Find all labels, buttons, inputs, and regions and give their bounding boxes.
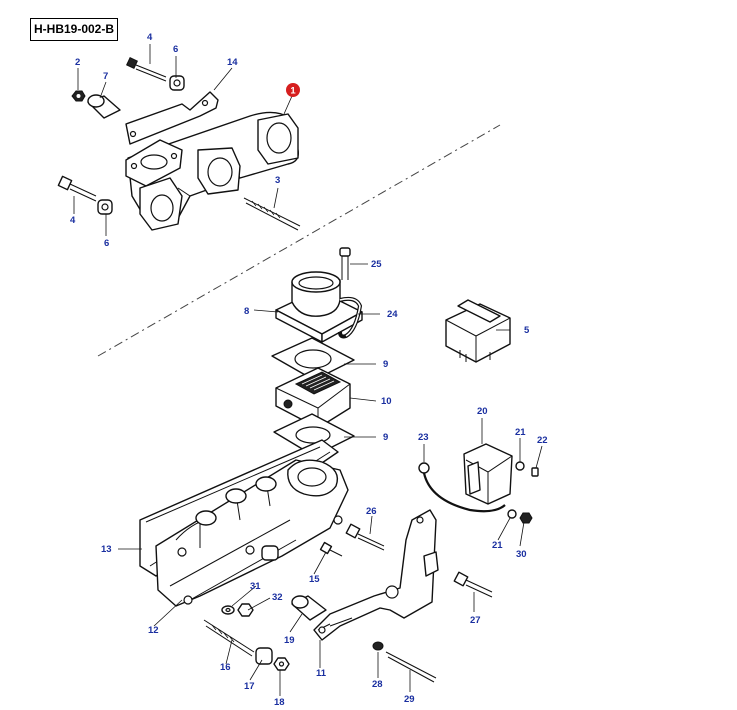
part-label[interactable]: 6	[173, 44, 178, 55]
washer-31	[221, 605, 235, 615]
part-label[interactable]: 15	[309, 574, 320, 585]
part-label[interactable]: 22	[537, 435, 548, 446]
part-label[interactable]: 24	[387, 309, 398, 320]
bolt-4-upper	[126, 57, 167, 82]
gasket-9-lower	[273, 413, 355, 457]
part-label[interactable]: 30	[516, 549, 527, 560]
spacer-6-upper	[169, 75, 185, 91]
part-label[interactable]: 29	[404, 694, 415, 705]
part-labels: 4 6 2 7 14 4 6 3 25 8 24 9 10 9 5 20 23 …	[70, 32, 548, 708]
exhaust-manifold	[125, 91, 299, 231]
separator-line	[97, 124, 501, 357]
gasket-9-upper	[271, 337, 355, 381]
hose-24	[338, 296, 363, 339]
part-label[interactable]: 31	[250, 581, 261, 592]
part-label[interactable]: 4	[70, 215, 76, 226]
part-label[interactable]: 19	[284, 635, 295, 646]
part-label[interactable]: 16	[220, 662, 231, 673]
part-label[interactable]: 14	[227, 57, 238, 68]
stud-16	[203, 619, 255, 657]
sleeve-19	[291, 595, 327, 621]
bolt-25	[339, 247, 351, 280]
part-label[interactable]: 2	[75, 57, 80, 68]
part-label[interactable]: 13	[101, 544, 112, 555]
part-label[interactable]: 23	[418, 432, 429, 443]
washer-28	[372, 641, 384, 651]
part-label[interactable]: 8	[244, 306, 249, 317]
relay-20	[463, 443, 513, 505]
part-label[interactable]: 3	[275, 175, 280, 186]
bolt-26	[345, 523, 385, 551]
screw-22	[531, 467, 539, 477]
part-label[interactable]: 11	[316, 668, 327, 679]
part-label[interactable]: 4	[147, 32, 153, 43]
spacer-6-lower	[97, 199, 113, 215]
part-label[interactable]: 5	[524, 325, 530, 336]
stud-29	[385, 651, 437, 683]
part-label[interactable]: 9	[383, 359, 388, 370]
control-unit-5	[445, 299, 511, 363]
nut-18	[273, 657, 290, 671]
stud-3	[243, 197, 301, 231]
part-label[interactable]: 12	[148, 625, 159, 636]
part-label[interactable]: 28	[372, 679, 383, 690]
part-label[interactable]: 9	[383, 432, 388, 443]
part-label[interactable]: 17	[244, 681, 255, 692]
part-label[interactable]: 32	[272, 592, 283, 603]
part-label[interactable]: 7	[103, 71, 108, 82]
bracket-11	[313, 509, 439, 641]
part-label[interactable]: 10	[381, 396, 392, 407]
washer-21-upper	[515, 461, 525, 471]
intake-manifold	[155, 459, 349, 607]
highlight-number: 1	[290, 86, 296, 97]
part-label[interactable]: 20	[477, 406, 488, 417]
part-label[interactable]: 18	[274, 697, 285, 708]
heater-10	[275, 367, 351, 429]
washer-21-lower	[507, 509, 517, 519]
bolt-4-lower	[57, 175, 97, 202]
nut-2	[71, 90, 86, 102]
diagram-code: H-HB19-002-B	[30, 18, 118, 41]
sleeve-7	[87, 94, 121, 119]
bolt-15	[319, 541, 343, 557]
part-label[interactable]: 26	[366, 506, 377, 517]
part-label[interactable]: 6	[104, 238, 109, 249]
elbow-8	[275, 271, 363, 343]
highlight-badge-1: 1	[286, 83, 300, 97]
part-label[interactable]: 21	[492, 540, 503, 551]
spacer-17	[255, 647, 273, 665]
nut-32	[237, 603, 254, 617]
leader-lines	[73, 44, 543, 696]
part-label[interactable]: 25	[371, 259, 382, 270]
cable-23	[418, 462, 506, 513]
bolt-27	[453, 571, 493, 598]
part-label[interactable]: 27	[470, 615, 481, 626]
nut-30	[519, 512, 533, 524]
part-label[interactable]: 21	[515, 427, 526, 438]
